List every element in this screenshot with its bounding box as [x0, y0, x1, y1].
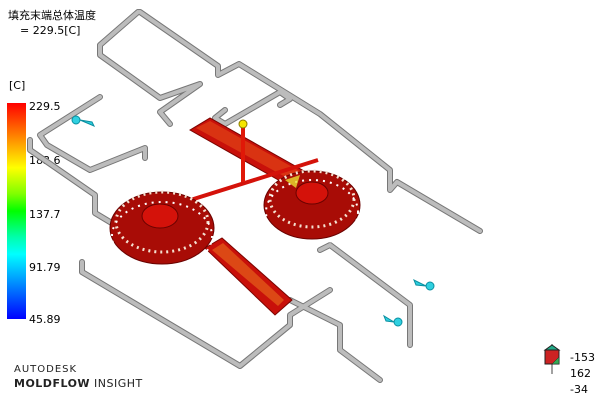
- autodesk-logo: AUTODESK: [14, 364, 78, 375]
- coolant-inlet-markers: [71, 115, 435, 327]
- inlet-marker-icon: [413, 278, 435, 291]
- molded-part[interactable]: [109, 117, 361, 316]
- product-name: MOLDFLOW: [14, 377, 91, 390]
- part-cavity-right: [263, 169, 361, 245]
- inlet-marker-icon: [382, 314, 403, 327]
- legend-unit: [C]: [9, 79, 26, 92]
- moldflow-insight-logo: MOLDFLOW INSIGHT: [14, 377, 143, 390]
- triad-value-3: -34: [570, 383, 588, 396]
- cooling-channels: [27, 9, 483, 383]
- triad-value-2: 162: [570, 367, 591, 380]
- legend-tick-3: 137.7: [29, 208, 61, 221]
- inlet-marker-icon: [71, 115, 96, 127]
- result-title-block: 填充末端总体温度 = 229.5[C]: [8, 8, 96, 38]
- temperature-color-bar: [7, 103, 26, 319]
- product-edition: INSIGHT: [90, 377, 143, 390]
- orientation-triad-icon[interactable]: [538, 340, 568, 380]
- legend-tick-4: 91.79: [29, 261, 61, 274]
- legend-tick-min: 45.89: [29, 313, 61, 326]
- part-cavity-left: [109, 190, 215, 271]
- result-title: 填充末端总体温度: [8, 9, 96, 22]
- result-value: = 229.5[C]: [20, 24, 81, 37]
- triad-value-1: -153: [570, 351, 595, 364]
- legend-tick-max: 229.5: [29, 100, 61, 113]
